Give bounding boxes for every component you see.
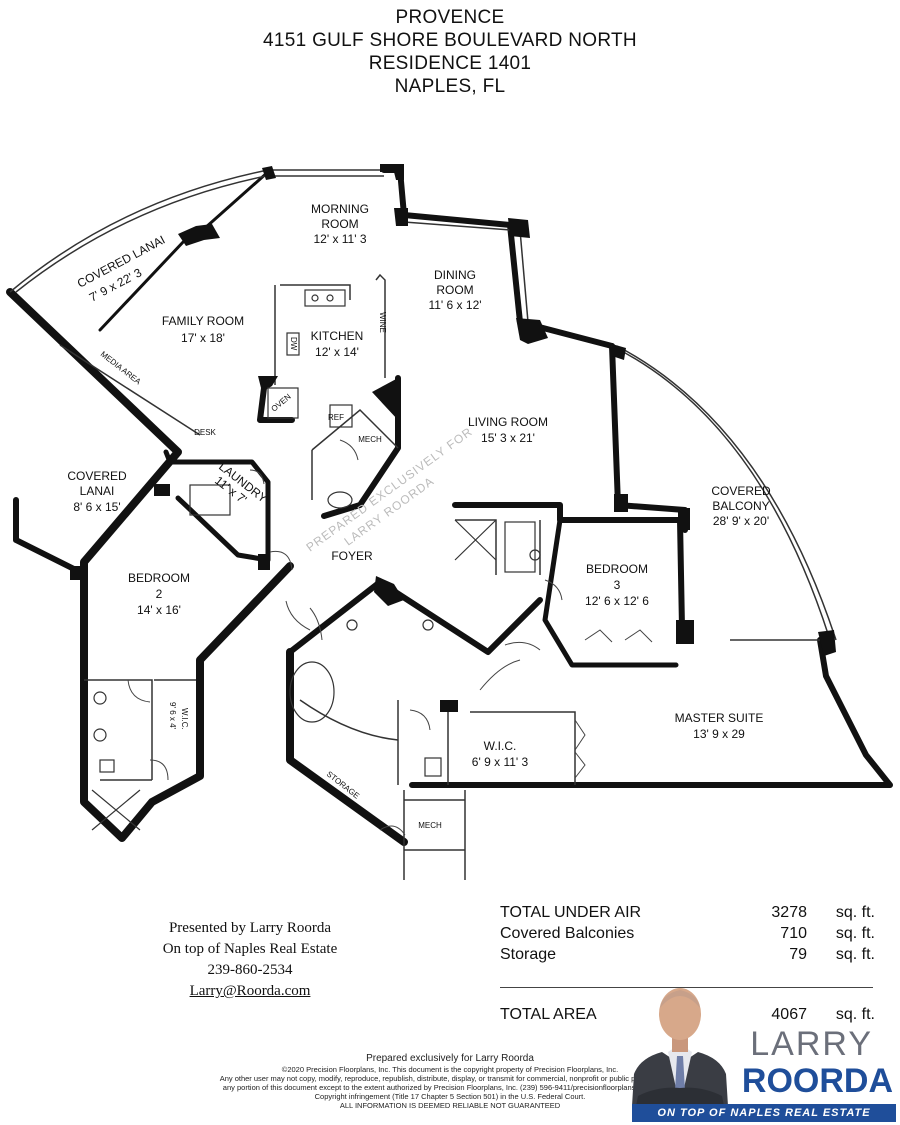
- area-unit: sq. ft.: [835, 946, 875, 963]
- footer-disclaimer: ALL INFORMATION IS DEEMED RELIABLE NOT G…: [339, 1101, 561, 1110]
- dining-room-name: DINING: [434, 268, 476, 282]
- footer-copyright: ©2020 Precision Floorplans, Inc. This do…: [281, 1065, 619, 1074]
- morning-room-name: MORNING: [311, 202, 369, 216]
- street-address: 4151 GULF SHORE BOULEVARD NORTH: [263, 30, 637, 51]
- bedroom-3-name: BEDROOM: [586, 562, 648, 576]
- bedroom-2-wic-dims: 9' 6 x 4': [168, 702, 177, 730]
- family-room-name: FAMILY ROOM: [162, 314, 244, 328]
- total-area-value: 4067: [771, 1006, 807, 1023]
- bedroom-2-dims: 14' x 16': [137, 603, 181, 617]
- dining-room-dims: 11' 6 x 12': [428, 298, 481, 312]
- covered-balcony-name-2: BALCONY: [712, 499, 769, 513]
- building-name: PROVENCE: [395, 7, 505, 28]
- kitchen-name: KITCHEN: [311, 329, 364, 343]
- area-value: 710: [780, 925, 807, 942]
- bedroom-2-name: BEDROOM: [128, 571, 190, 585]
- total-area: TOTAL AREA 4067 sq. ft.: [500, 1004, 875, 1025]
- copyright-footer: Prepared exclusively for Larry Roorda ©2…: [190, 1053, 710, 1110]
- total-area-row: TOTAL AREA 4067 sq. ft.: [500, 1004, 875, 1025]
- covered-lanai-left-dims: 8' 6 x 15': [73, 500, 120, 514]
- master-suite-name: MASTER SUITE: [675, 711, 764, 725]
- bedroom-2-wic-name: W.I.C.: [180, 708, 189, 730]
- kitchen-dims: 12' x 14': [315, 345, 359, 359]
- refrigerator-label: REF: [328, 413, 344, 422]
- area-value: 3278: [771, 904, 807, 921]
- area-label: Storage: [500, 946, 557, 963]
- bedroom-3-dims: 12' 6 x 12' 6: [585, 594, 649, 608]
- area-row: TOTAL UNDER AIR 3278 sq. ft.: [500, 902, 875, 923]
- brand-first-name: LARRY: [750, 1025, 873, 1063]
- plan-title-block: PROVENCE 4151 GULF SHORE BOULEVARD NORTH…: [0, 6, 900, 98]
- area-label: TOTAL UNDER AIR: [500, 904, 642, 921]
- interior-walls: [9, 169, 837, 880]
- brand-logo: LARRY ROORDA: [732, 1026, 897, 1100]
- oven-label: OVEN: [270, 392, 293, 414]
- structural-columns: [70, 164, 836, 712]
- brand-last-name: ROORDA: [741, 1062, 893, 1100]
- residence-number: RESIDENCE 1401: [368, 53, 532, 74]
- footer-infringement: Copyright infringement (Title 17 Chapter…: [314, 1092, 586, 1101]
- covered-lanai-left-name: COVERED: [67, 469, 127, 483]
- area-unit: sq. ft.: [835, 904, 875, 921]
- area-value: 79: [789, 946, 807, 963]
- footer-prepared-for: Prepared exclusively for Larry Roorda: [366, 1053, 534, 1064]
- fixtures: [91, 289, 541, 831]
- living-room-name: LIVING ROOM: [468, 415, 548, 429]
- city-state: NAPLES, FL: [394, 76, 506, 97]
- family-room-dims: 17' x 18': [181, 331, 225, 345]
- area-row: Storage 79 sq. ft.: [500, 944, 875, 965]
- covered-balcony-dims: 28' 9' x 20': [713, 514, 769, 528]
- living-room-dims: 15' 3 x 21': [481, 431, 535, 445]
- area-row: Covered Balconies 710 sq. ft.: [500, 923, 875, 944]
- presenter-phone: 239-860-2534: [207, 962, 293, 978]
- total-area-label: TOTAL AREA: [500, 1006, 597, 1023]
- presenter-email[interactable]: Larry@Roorda.com: [189, 983, 311, 999]
- door-swings: [127, 439, 653, 836]
- wine-label: WINE: [378, 312, 387, 333]
- master-wic-dims: 6' 9 x 11' 3: [472, 755, 529, 769]
- area-summary: TOTAL UNDER AIR 3278 sq. ft. Covered Bal…: [500, 902, 875, 965]
- watermark-line-1: PREPARED EXCLUSIVELY FOR: [304, 424, 476, 554]
- master-wic-name: W.I.C.: [484, 739, 517, 753]
- presenter-company: On top of Naples Real Estate: [162, 941, 338, 957]
- presenter-name: Presented by Larry Roorda: [168, 920, 332, 936]
- bedroom-3-number: 3: [614, 578, 621, 592]
- morning-room-dims: 12' x 11' 3: [313, 232, 366, 246]
- brand-tagline: ON TOP OF NAPLES REAL ESTATE: [632, 1104, 896, 1122]
- footer-usage-1: Any other user may not copy, modify, rep…: [219, 1074, 681, 1083]
- total-area-unit: sq. ft.: [835, 1006, 875, 1023]
- presenter-block: Presented by Larry Roorda On top of Napl…: [150, 918, 350, 1002]
- covered-lanai-left-name-2: LANAI: [80, 484, 115, 498]
- area-divider: [500, 987, 873, 988]
- foyer-name: FOYER: [331, 549, 373, 563]
- bedroom-2-number: 2: [156, 587, 163, 601]
- footer-usage-2: any portion of this document except to t…: [222, 1083, 678, 1092]
- mech-kitchen-name: MECH: [358, 435, 382, 444]
- mech-bottom-name: MECH: [418, 821, 442, 830]
- desk-label: DESK: [194, 428, 216, 437]
- floor-plan: COVERED LANAI 7' 9 x 22' 3 MORNING ROOM …: [6, 164, 893, 880]
- dining-room-name-2: ROOM: [436, 283, 473, 297]
- morning-room-name-2: ROOM: [321, 217, 358, 231]
- dishwasher-label: DW: [289, 337, 298, 351]
- master-suite-dims: 13' 9 x 29: [693, 727, 745, 741]
- covered-balcony-name: COVERED: [711, 484, 771, 498]
- agent-photo: [632, 988, 728, 1106]
- area-unit: sq. ft.: [835, 925, 875, 942]
- area-label: Covered Balconies: [500, 925, 635, 942]
